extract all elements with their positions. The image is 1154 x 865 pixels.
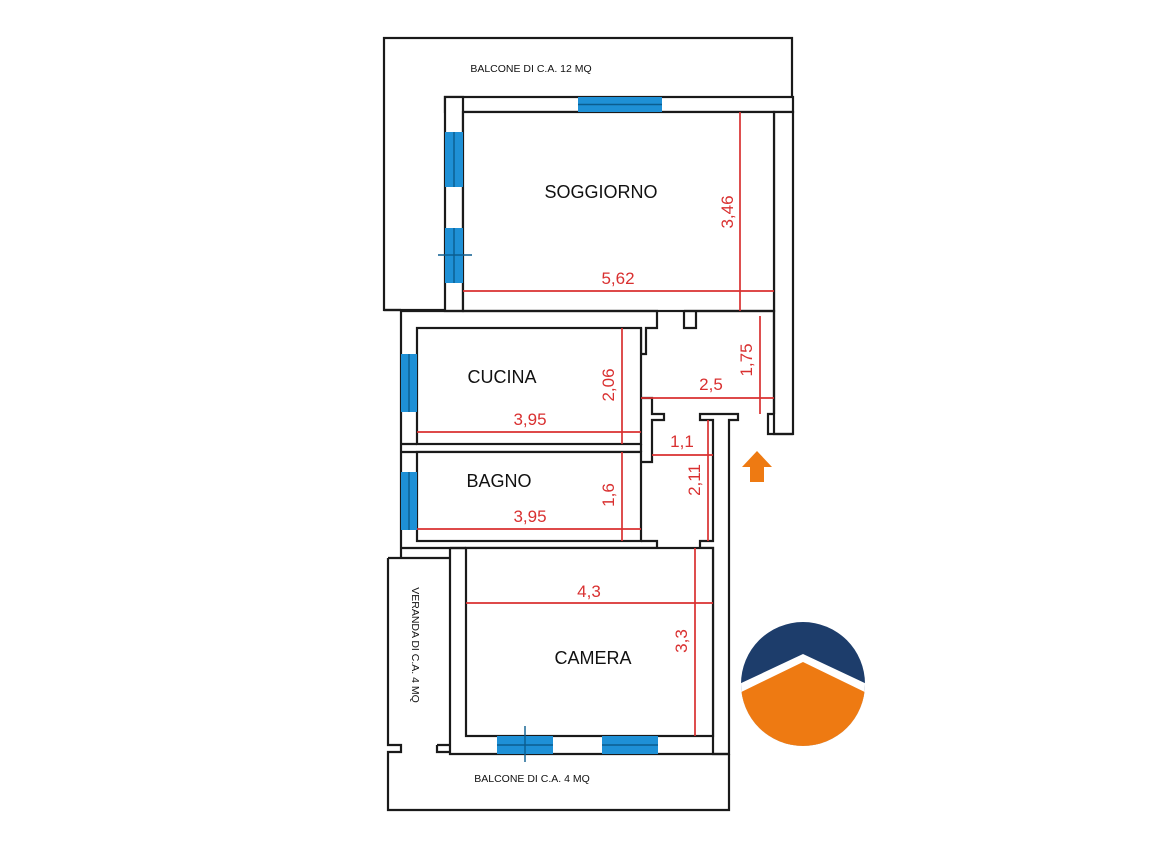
dim-camera-height: 3,3 (672, 629, 691, 653)
room-labels: SOGGIORNO CUCINA BAGNO CAMERA BALCONE DI… (409, 63, 658, 785)
dim-camera-width: 4,3 (577, 582, 601, 601)
corridor-stub (641, 396, 666, 464)
dimension-lines (417, 112, 774, 736)
east-wall (772, 110, 795, 436)
entry-jamb (766, 412, 793, 436)
camera-room (464, 546, 715, 738)
entrance-arrow-icon (742, 451, 772, 482)
west-wall-lower (384, 308, 403, 558)
dim-soggiorno-width: 5,62 (601, 269, 634, 288)
agency-logo (741, 622, 865, 746)
dim-corridor-height: 1,75 (737, 343, 756, 376)
room-label-camera: CAMERA (554, 648, 631, 668)
veranda-bottom-balcony-outline (386, 558, 731, 812)
dim-bagno-width: 3,95 (513, 507, 546, 526)
dim-cucina-height: 2,06 (599, 368, 618, 401)
veranda-door-jamb (435, 743, 450, 754)
label-top-balcony: BALCONE DI C.A. 12 MQ (470, 63, 591, 75)
label-veranda: VERANDA DI C.A. 4 MQ (409, 587, 421, 703)
dim-cucina-width: 3,95 (513, 410, 546, 429)
corridor-walls (682, 309, 776, 414)
dim-bagno-height: 1,6 (599, 483, 618, 507)
cucina-room (415, 326, 643, 446)
room-label-soggiorno: SOGGIORNO (544, 182, 657, 202)
room-label-cucina: CUCINA (467, 367, 536, 387)
room-label-bagno: BAGNO (466, 471, 531, 491)
label-bottom-balcony: BALCONE DI C.A. 4 MQ (474, 773, 590, 785)
dim-soggiorno-height: 3,46 (718, 195, 737, 228)
bagno-room (415, 450, 643, 543)
dimension-labels: 5,62 3,46 2,5 1,75 3,95 2,06 1,1 2,11 3,… (513, 195, 756, 652)
dim-passage-height: 2,11 (685, 464, 704, 496)
dim-corridor-width: 2,5 (699, 375, 723, 394)
dim-passage-width: 1,1 (670, 432, 694, 451)
windows (401, 97, 662, 762)
cucina-bagno-wall (401, 442, 643, 454)
soggiorno-room (461, 110, 776, 313)
